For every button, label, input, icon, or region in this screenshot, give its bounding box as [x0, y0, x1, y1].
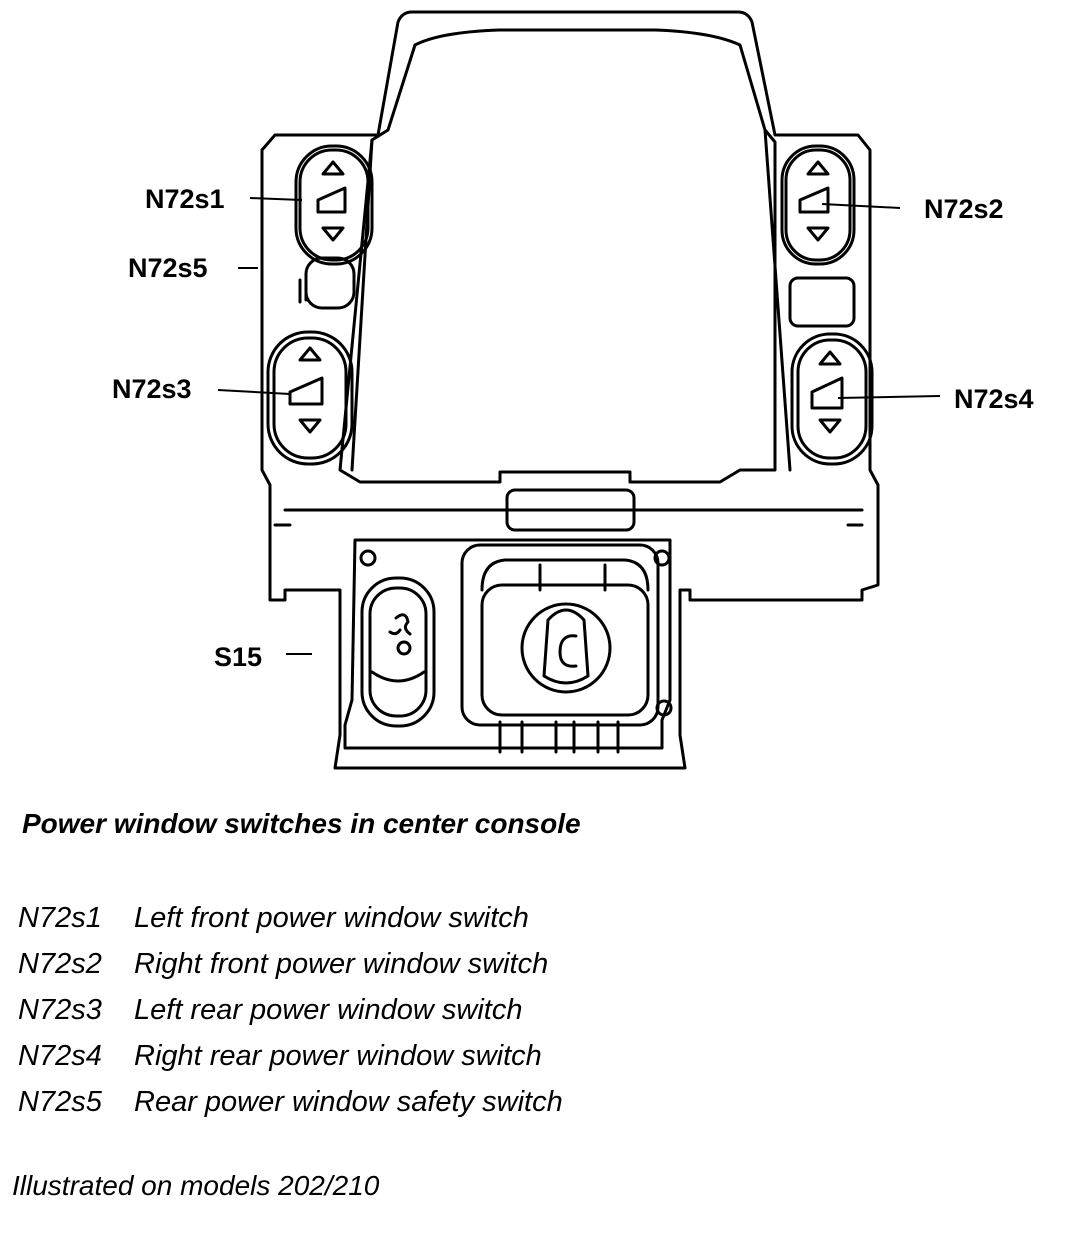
legend-description: Rear power window safety switch	[134, 1086, 563, 1118]
console-diagram: N72s1 N72s5 N72s3 N72s2 N72s4 S15	[112, 10, 1034, 770]
legend-code: N72s2	[18, 948, 102, 980]
legend-item: N72s1 Left front power window switch	[18, 898, 563, 944]
legend-description: Left front power window switch	[134, 902, 529, 934]
legend-list: N72s1 Left front power window switch N72s…	[18, 898, 563, 1128]
switch-n72s5	[298, 256, 356, 310]
switch-s15	[360, 576, 436, 728]
leader-n72s4	[837, 395, 941, 399]
legend-item: N72s5 Rear power window safety switch	[18, 1082, 563, 1128]
lower-panel	[343, 538, 672, 750]
switch-n72s3	[266, 330, 354, 466]
legend-item: N72s4 Right rear power window switch	[18, 1036, 563, 1082]
center-channel	[350, 128, 792, 472]
callout-n72s1: N72s1	[145, 184, 225, 214]
leader-n72s3	[217, 389, 291, 395]
legend-code: N72s3	[18, 994, 102, 1026]
footnote: Illustrated on models 202/210	[12, 1170, 380, 1201]
legend-code: N72s5	[18, 1086, 102, 1118]
leader-n72s1	[249, 197, 303, 201]
console-outer-frame	[260, 10, 880, 770]
legend-item: N72s2 Right front power window switch	[18, 944, 563, 990]
legend-code: N72s1	[18, 902, 102, 934]
callout-n72s4: N72s4	[954, 384, 1034, 414]
screw-left	[359, 549, 377, 567]
ashtray-lighter	[460, 543, 660, 754]
console-inner-opening	[338, 28, 777, 484]
screw-right	[653, 549, 671, 567]
legend-description: Right rear power window switch	[134, 1040, 542, 1072]
legend-description: Left rear power window switch	[134, 994, 523, 1026]
blank-switch-right	[788, 276, 856, 328]
callout-n72s3: N72s3	[112, 374, 192, 404]
figure-caption: Power window switches in center console	[22, 808, 581, 839]
callout-s15: S15	[214, 642, 262, 672]
callout-n72s2: N72s2	[924, 194, 1004, 224]
legend-code: N72s4	[18, 1040, 102, 1072]
callout-n72s5: N72s5	[128, 253, 208, 283]
legend-description: Right front power window switch	[134, 948, 549, 980]
switch-n72s4	[790, 332, 874, 466]
switch-n72s1	[294, 144, 374, 266]
leader-n72s2	[821, 203, 901, 209]
frame-bottom-line	[273, 508, 864, 527]
legend-item: N72s3 Left rear power window switch	[18, 990, 563, 1036]
